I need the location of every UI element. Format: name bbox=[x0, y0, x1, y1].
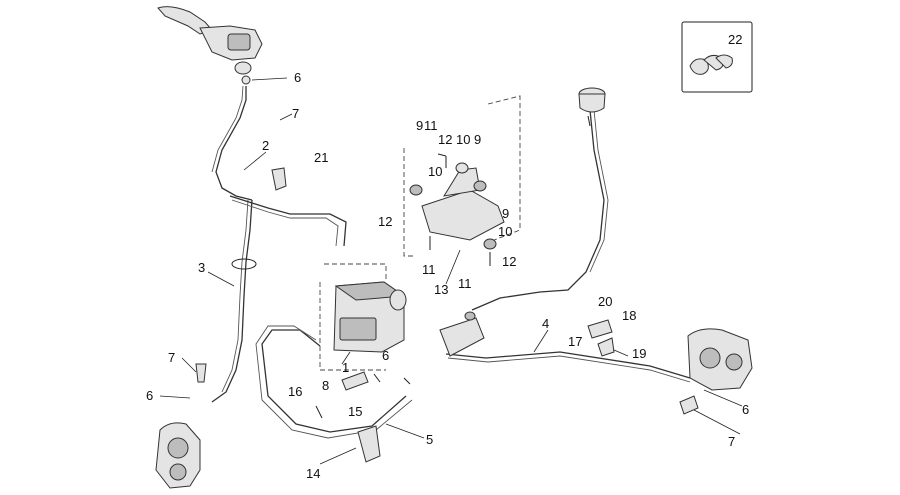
callout-6-abs: 6 bbox=[382, 348, 389, 363]
abs-bracket-assembly bbox=[403, 95, 521, 266]
callout-4: 4 bbox=[542, 316, 549, 331]
callout-8: 8 bbox=[322, 378, 329, 393]
callout-18: 18 bbox=[622, 308, 636, 323]
callout-9-b: 9 bbox=[474, 132, 481, 147]
rear-caliper bbox=[679, 328, 753, 415]
callout-17: 17 bbox=[568, 334, 582, 349]
callout-21: 21 bbox=[314, 150, 328, 165]
callout-15: 15 bbox=[348, 404, 362, 419]
callout-7-rear: 7 bbox=[728, 434, 735, 449]
callout-13: 13 bbox=[434, 282, 448, 297]
callout-19: 19 bbox=[632, 346, 646, 361]
callout-5: 5 bbox=[426, 432, 433, 447]
abs-modulator bbox=[319, 263, 407, 371]
callout-7-top: 7 bbox=[292, 106, 299, 121]
small-parts bbox=[271, 167, 615, 463]
hose-lines bbox=[211, 85, 691, 439]
callout-9-a: 9 bbox=[416, 118, 423, 133]
callout-6-rear: 6 bbox=[742, 402, 749, 417]
callout-10-c: 10 bbox=[498, 224, 512, 239]
callout-3: 3 bbox=[198, 260, 205, 275]
callout-1: 1 bbox=[342, 360, 349, 375]
callout-14: 14 bbox=[306, 466, 320, 481]
callout-12-c: 12 bbox=[502, 254, 516, 269]
callout-2: 2 bbox=[262, 138, 269, 153]
clip-kit-box bbox=[681, 21, 753, 93]
callout-10-b: 10 bbox=[456, 132, 470, 147]
callout-7-front: 7 bbox=[168, 350, 175, 365]
callout-20: 20 bbox=[598, 294, 612, 309]
callout-12-b: 12 bbox=[378, 214, 392, 229]
callout-labels: 1 2 3 4 5 6 6 6 6 7 7 7 8 9 9 9 10 10 10… bbox=[146, 32, 749, 481]
rear-reservoir bbox=[578, 87, 606, 127]
callout-9-c: 9 bbox=[502, 206, 509, 221]
callout-6-top: 6 bbox=[294, 70, 301, 85]
callout-11-c: 11 bbox=[458, 276, 472, 291]
callout-22: 22 bbox=[728, 32, 742, 47]
callout-10-a: 10 bbox=[428, 164, 442, 179]
callout-16: 16 bbox=[288, 384, 302, 399]
leader-lines bbox=[159, 77, 743, 465]
callout-11-b: 11 bbox=[422, 262, 436, 277]
front-master-cylinder bbox=[157, 6, 263, 85]
front-caliper bbox=[155, 363, 207, 489]
callout-11-a: 11 bbox=[424, 118, 438, 133]
callout-6-front: 6 bbox=[146, 388, 153, 403]
callout-12-a: 12 bbox=[438, 132, 452, 147]
